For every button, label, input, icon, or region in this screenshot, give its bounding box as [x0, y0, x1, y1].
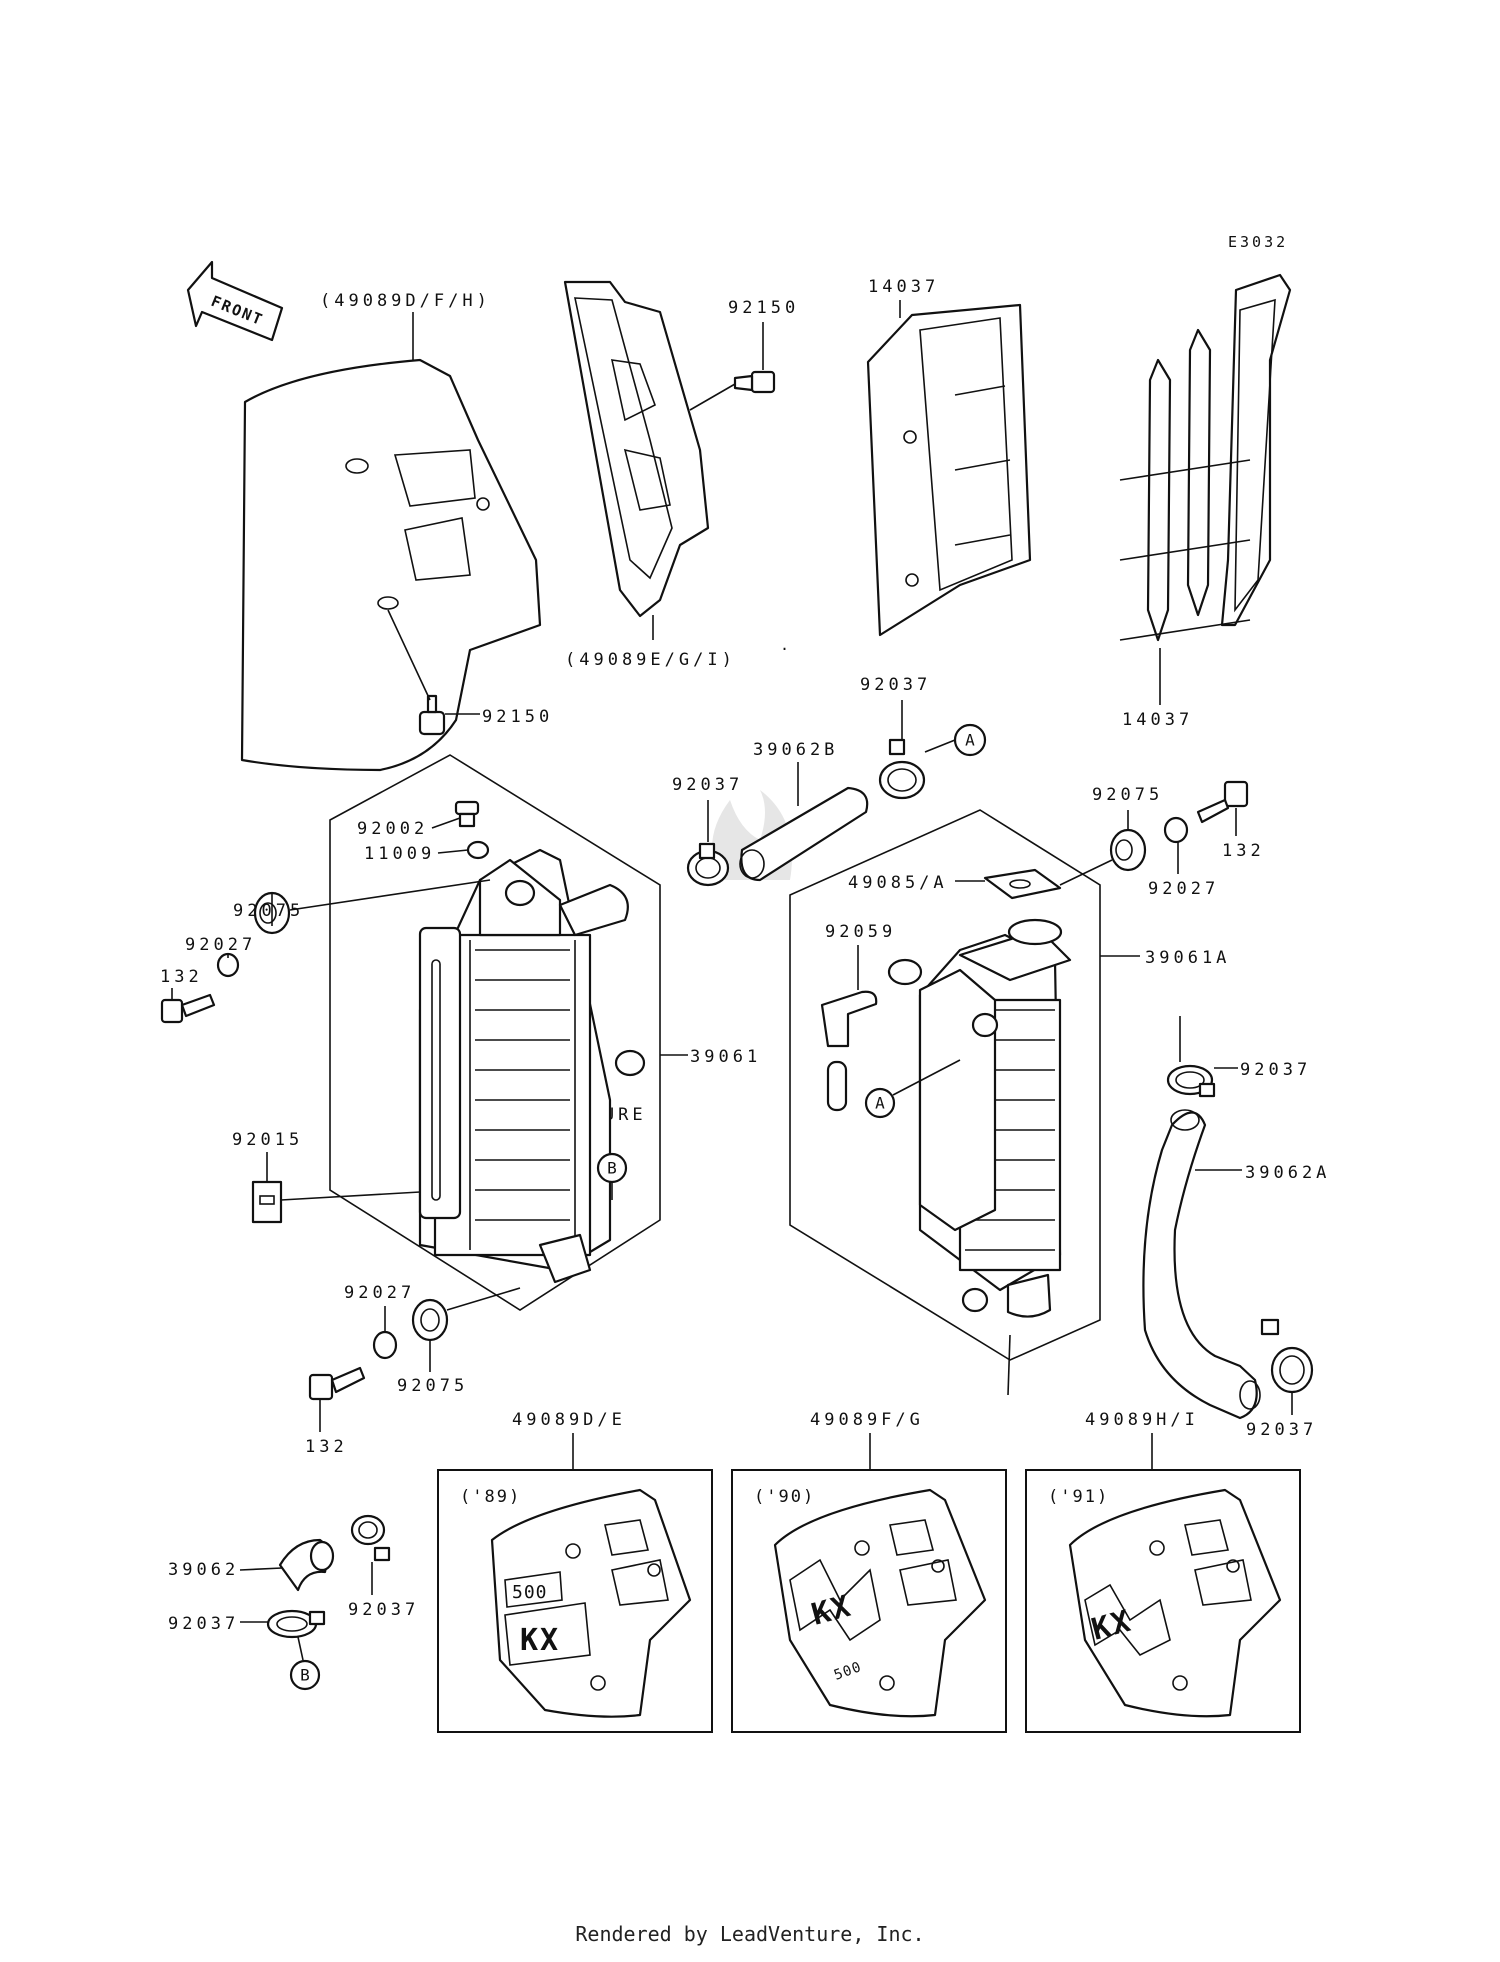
shroud-right [563, 280, 710, 618]
svg-text:A: A [875, 1094, 885, 1113]
svg-text:B: B [607, 1159, 617, 1178]
shroud-91-box: ('91) KX [1025, 1469, 1301, 1733]
label-grommet-left-top: 92075 [233, 901, 304, 921]
label-bolt-right: 132 [1222, 841, 1265, 861]
label-bolt-shroud-top: 92150 [728, 298, 799, 318]
label-radiator-right: 39061A [1145, 948, 1230, 968]
bolt-shroud-top [733, 370, 776, 394]
label-clip: 92015 [232, 1130, 303, 1150]
label-guard-left: 14037 [868, 277, 939, 297]
cap [454, 800, 480, 828]
label-collar-left-top: 92027 [185, 935, 256, 955]
shroud-89-box: ('89) 500 KX [437, 1469, 713, 1733]
callout-b-radiator: B [596, 1152, 628, 1184]
radiator-guard-right [1119, 273, 1292, 642]
label-cover-pad: 49085/A [848, 873, 948, 893]
radiator-guard-left [866, 303, 1032, 637]
callout-b-bottom: B [289, 1659, 321, 1691]
year-label-90: ('90) [754, 1487, 815, 1507]
collar-right [1163, 816, 1189, 844]
shroud-left [240, 358, 542, 772]
label-hose-upper: 39062B [753, 740, 838, 760]
hose-lower [1142, 1109, 1261, 1420]
radiator-right [887, 918, 1072, 1318]
hose-small [278, 1538, 335, 1592]
label-shroud-90: 49089F/G [810, 1410, 924, 1430]
label-bolt-left-bottom: 132 [305, 1437, 348, 1457]
front-arrow-icon [186, 260, 284, 342]
label-overflow-hose: 92059 [825, 922, 896, 942]
footer-credit: Rendered by LeadVenture, Inc. [575, 1922, 925, 1946]
front-arrow: FRONT [186, 260, 284, 342]
label-clamp-small-top: 92037 [348, 1600, 419, 1620]
label-hose-small: 39062 [168, 1560, 239, 1580]
label-shroud-right-set: (49089E/G/I) [565, 650, 736, 670]
clamp-right-top [1166, 1064, 1216, 1098]
clamp-small-bottom [266, 1609, 326, 1639]
label-clamp-upper-a: 92037 [860, 675, 931, 695]
label-gasket: 11009 [364, 844, 435, 864]
gasket [466, 840, 490, 860]
label-clamp-right-top: 92037 [1240, 1060, 1311, 1080]
label-clamp-right-bottom: 92037 [1246, 1420, 1317, 1440]
label-guard-right: 14037 [1122, 710, 1193, 730]
label-clamp-small-bottom: 92037 [168, 1614, 239, 1634]
assembly-frame-right [789, 809, 1101, 1361]
collar-left-bottom [372, 1330, 398, 1360]
label-shroud-89: 49089D/E [512, 1410, 626, 1430]
label-shroud-91: 49089H/I [1085, 1410, 1199, 1430]
label-grommet-left-bottom: 92075 [397, 1376, 468, 1396]
year-label-89: ('89) [460, 1487, 521, 1507]
diagram-code: E3032 [1228, 233, 1288, 251]
assembly-frame-left [329, 754, 661, 1311]
callout-a-radiator: A [864, 1087, 896, 1119]
shroud-90-box: ('90) KX 500 [731, 1469, 1007, 1733]
label-shroud-left-set: (49089D/F/H) [320, 291, 491, 311]
overflow-hose [820, 990, 878, 1112]
stray-dot: . [780, 636, 792, 654]
label-radiator-left: 39061 [690, 1047, 761, 1067]
label-cap: 92002 [357, 819, 428, 839]
callout-a-top: A [953, 723, 987, 757]
bolt-left-top [160, 993, 216, 1024]
label-hose-lower: 39062A [1245, 1163, 1330, 1183]
clamp-upper-a [878, 738, 926, 800]
decal-89-model: KX [520, 1623, 560, 1658]
cover-pad [983, 868, 1062, 900]
clamp-upper-b [686, 842, 730, 887]
hose-upper [739, 786, 869, 882]
label-clamp-upper-b: 92037 [672, 775, 743, 795]
label-collar-left-bottom: 92027 [344, 1283, 415, 1303]
decal-89-size: 500 [512, 1582, 548, 1603]
clip [251, 1180, 283, 1224]
label-bolt-shroud-bottom: 92150 [482, 707, 553, 727]
label-grommet-right: 92075 [1092, 785, 1163, 805]
bolt-right [1196, 780, 1249, 824]
year-label-91: ('91) [1048, 1487, 1109, 1507]
grommet-right [1109, 828, 1147, 872]
svg-text:B: B [300, 1666, 310, 1685]
svg-text:A: A [965, 731, 975, 750]
clamp-right-bottom [1260, 1318, 1314, 1394]
bolt-left-bottom [308, 1366, 366, 1401]
label-bolt-left-top: 132 [160, 967, 203, 987]
label-collar-right: 92027 [1148, 879, 1219, 899]
radiator-left [418, 848, 646, 1284]
grommet-left-bottom [411, 1298, 449, 1342]
right-assembly-tick [1007, 1334, 1011, 1396]
clamp-small-top [350, 1514, 391, 1562]
